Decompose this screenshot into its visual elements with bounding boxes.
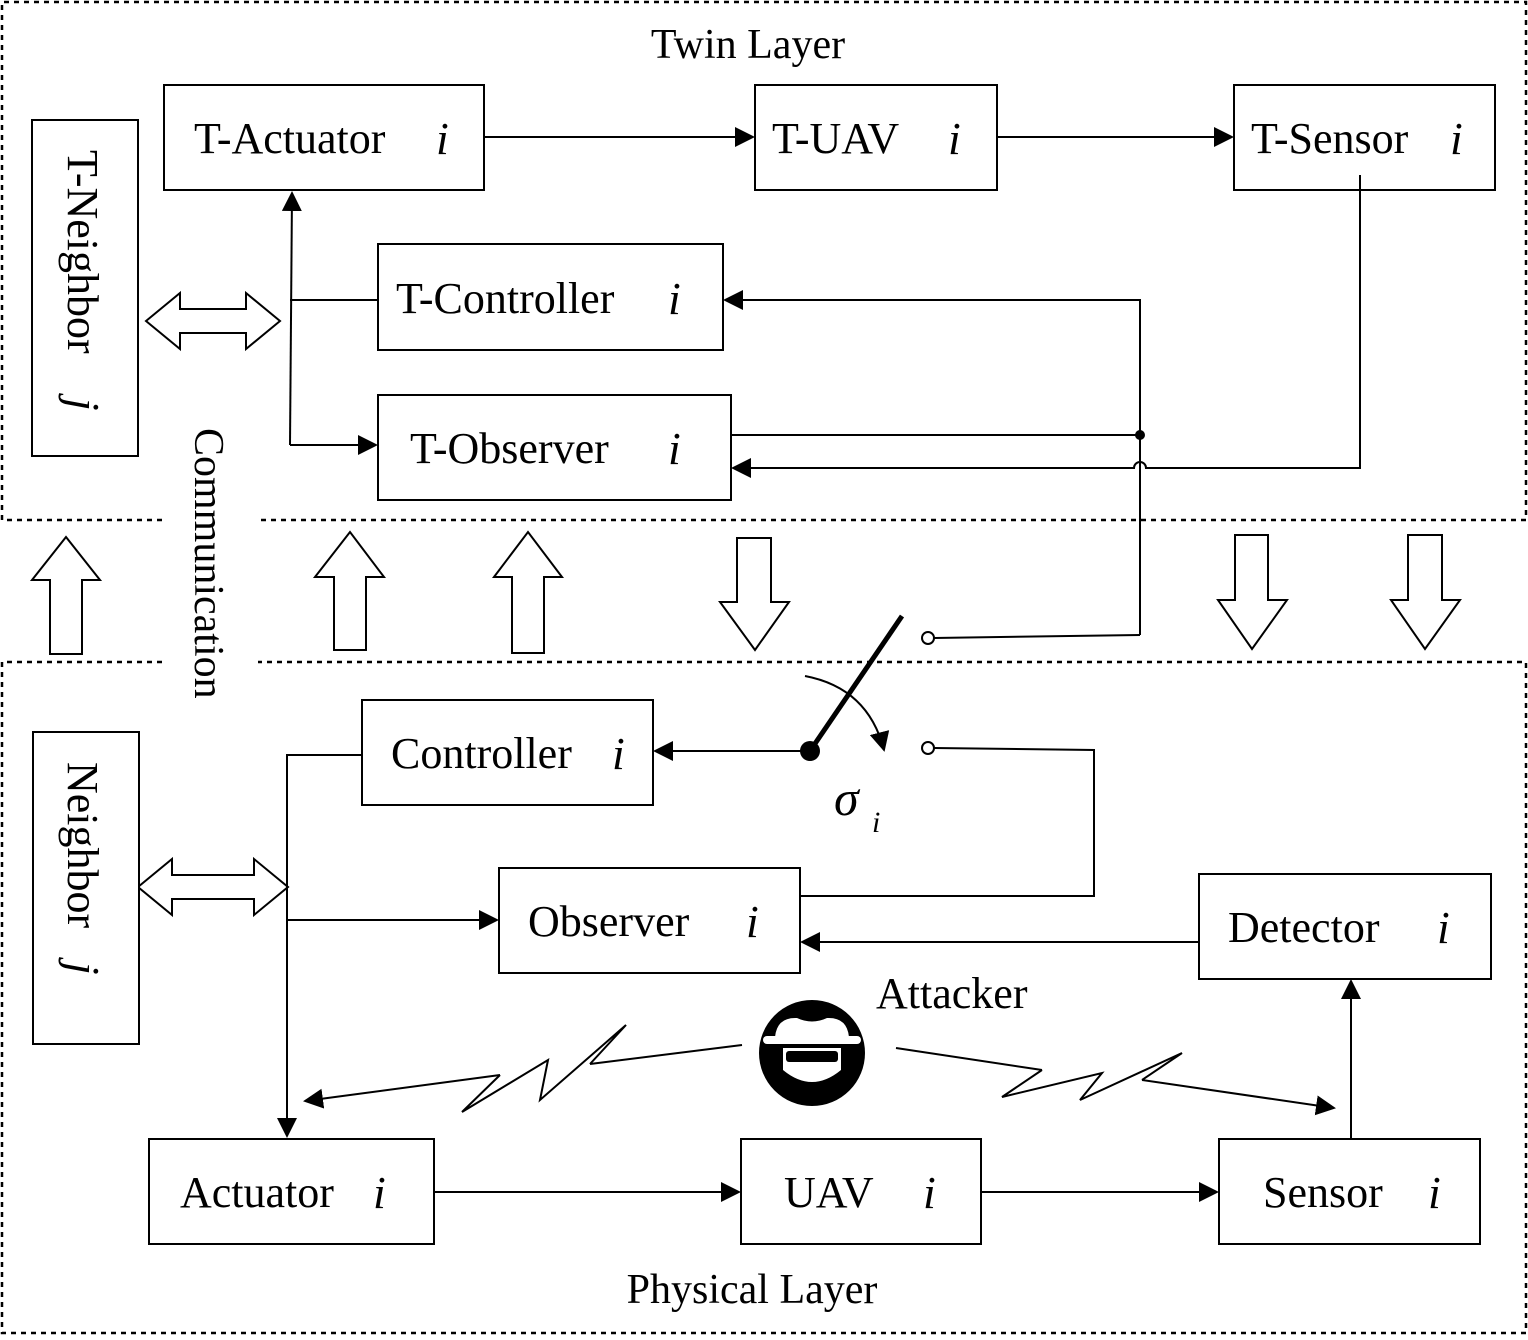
controller-block: Controller i <box>361 699 654 806</box>
attack-signal-right-1 <box>895 1047 1043 1071</box>
t-uav-label: T-UAV <box>772 114 899 163</box>
switch-lower-contact <box>921 741 935 755</box>
to-t-actuator-arrow <box>281 191 302 446</box>
up-arrow-3 <box>491 530 565 654</box>
observer-index: i <box>746 896 759 947</box>
twin-layer-connectors <box>281 127 1361 639</box>
switch-direction-arrow <box>804 675 890 752</box>
t-actuator-block: T-Actuator i <box>163 84 485 191</box>
t-actuator-label: T-Actuator <box>194 114 386 163</box>
switch-symbol: σ <box>834 770 861 826</box>
t-uav-index: i <box>948 113 961 164</box>
controller-to-actuator-arrow <box>277 754 362 1138</box>
up-arrow-2 <box>312 530 387 651</box>
observer-label: Observer <box>528 897 690 946</box>
attack-arrow-to-sensor <box>1141 1079 1336 1116</box>
attacker-label: Attacker <box>876 969 1028 1018</box>
sensor-label: Sensor <box>1263 1168 1383 1217</box>
t-controller-index: i <box>668 273 681 324</box>
down-arrow-3 <box>1389 534 1462 651</box>
detector-block: Detector i <box>1198 873 1492 980</box>
twin-layer-frame <box>0 0 1528 522</box>
communication-label: Communication <box>185 428 231 699</box>
physical-layer-connectors <box>277 741 1361 1202</box>
observer-to-switch-line <box>800 747 1095 897</box>
actuator-index: i <box>373 1167 386 1218</box>
spy-hat-glasses-icon <box>759 1000 865 1106</box>
switch-sigma: σ i <box>800 614 935 839</box>
down-block-arrows <box>718 534 1462 652</box>
t-sensor-to-t-observer-arrow <box>731 175 1361 478</box>
uav-block: UAV i <box>740 1138 982 1245</box>
t-neighbor-label: T-Neighbor <box>58 150 107 354</box>
neighbor-index: j <box>58 957 109 975</box>
up-block-arrows <box>29 530 565 655</box>
controller-label: Controller <box>391 729 572 778</box>
switch-blade <box>807 614 905 753</box>
down-arrow-1 <box>718 537 791 652</box>
switch-pivot <box>800 741 820 761</box>
physical-layer-title: Physical Layer <box>627 1267 878 1313</box>
neighbor-block: Neighbor j <box>32 731 140 1045</box>
t-controller-block: T-Controller i <box>377 243 724 351</box>
switch-upper-contact-line <box>933 634 1141 639</box>
uav-label: UAV <box>784 1168 874 1217</box>
switch-upper-contact <box>921 631 935 645</box>
twin-layer-title: Twin Layer <box>651 22 845 68</box>
attack-signal-left-1 <box>589 1044 743 1065</box>
attack-arrow-to-actuator <box>303 1074 501 1109</box>
t-sensor-index: i <box>1450 113 1463 164</box>
t-neighbor-double-arrow <box>144 290 282 352</box>
actuator-label: Actuator <box>180 1168 334 1217</box>
t-neighbor-index: j <box>58 393 109 411</box>
attack-bolt-right <box>1001 1052 1183 1101</box>
junction-dot <box>1135 430 1145 440</box>
t-observer-label: T-Observer <box>410 424 609 473</box>
sensor-index: i <box>1428 1167 1441 1218</box>
t-observer-block: T-Observer i <box>377 394 732 501</box>
t-observer-index: i <box>668 423 681 474</box>
observer-block: Observer i <box>498 867 801 974</box>
detector-label: Detector <box>1228 903 1380 952</box>
neighbor-label: Neighbor <box>58 762 107 929</box>
actuator-block: Actuator i <box>148 1138 435 1245</box>
t-sensor-label: T-Sensor <box>1251 114 1409 163</box>
t-uav-block: T-UAV i <box>754 84 998 191</box>
sensor-block: Sensor i <box>1218 1138 1481 1245</box>
detector-index: i <box>1437 902 1450 953</box>
up-arrow-1 <box>29 535 103 655</box>
t-sensor-block: T-Sensor i <box>1233 84 1496 191</box>
uav-index: i <box>923 1167 936 1218</box>
neighbor-double-arrow <box>136 856 290 918</box>
t-actuator-index: i <box>436 113 449 164</box>
controller-index: i <box>612 728 625 779</box>
t-neighbor-block: T-Neighbor j <box>31 119 139 457</box>
down-arrow-2 <box>1216 534 1289 651</box>
to-t-controller-arrow <box>723 290 1141 635</box>
switch-subscript: i <box>872 806 880 839</box>
t-controller-label: T-Controller <box>396 274 615 323</box>
attacker-group: Attacker <box>303 969 1336 1116</box>
attack-bolt-left <box>461 1024 627 1113</box>
physical-layer-frame <box>0 660 1528 1335</box>
